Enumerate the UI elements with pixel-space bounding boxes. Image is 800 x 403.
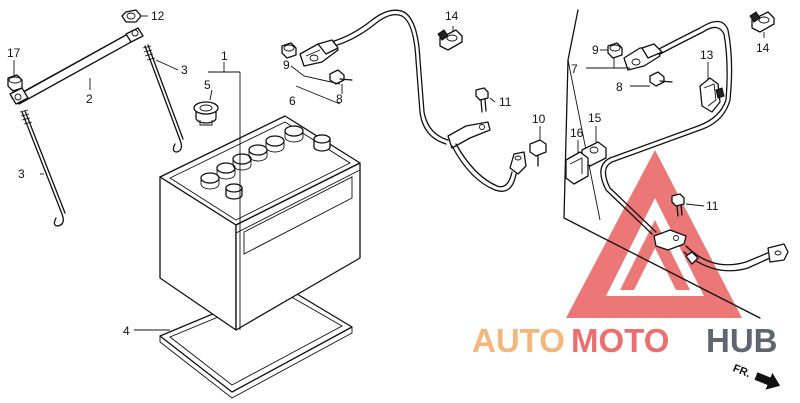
callout-9-mid: 9: [283, 58, 290, 72]
watermark-triangle: [566, 150, 742, 318]
callout-17: 17: [7, 46, 21, 60]
callout-3-left: 3: [18, 167, 25, 181]
terminal-cover-13: [699, 77, 725, 113]
bolt-8-mid: [329, 69, 353, 85]
hold-down-rod-right: [142, 44, 184, 153]
battery-terminals: [225, 134, 331, 200]
callout-7: 7: [571, 62, 578, 76]
callout-11-mid: 11: [499, 95, 512, 109]
callout-5: 5: [204, 78, 211, 92]
front-direction-arrow-icon: [754, 372, 781, 390]
front-direction-mark: FR.: [731, 362, 781, 390]
battery: [159, 115, 361, 331]
callout-8-right: 8: [616, 80, 623, 94]
nut-12: [121, 9, 142, 23]
watermark-logo: AUTO MOTO HUB: [472, 150, 778, 359]
bolt-8-right: [649, 71, 673, 87]
callout-10: 10: [532, 112, 546, 126]
watermark-auto: AUTO: [472, 322, 565, 359]
negative-cable-assembly: [299, 9, 527, 192]
terminal-bolt-10: [529, 139, 547, 167]
callout-12: 12: [151, 9, 165, 23]
callout-14-right: 14: [756, 41, 770, 55]
callout-16: 16: [570, 126, 584, 140]
inset-panel: [563, 9, 761, 319]
callout-9-right: 9: [592, 43, 599, 57]
leader-lines: [13, 15, 765, 331]
bolt-11-right: [671, 193, 685, 217]
callout-3-right: 3: [181, 63, 188, 77]
cable-terminal-14-right: [749, 11, 775, 33]
vent-caps: [200, 125, 304, 190]
callout-8-mid: 8: [336, 92, 343, 106]
terminal-cap: [193, 101, 219, 126]
callout-14-mid: 14: [445, 9, 459, 23]
front-direction-label: FR.: [731, 362, 752, 380]
battery-hold-down-bar: [9, 27, 144, 105]
callout-6: 6: [289, 94, 296, 108]
hold-down-rod-left: [19, 109, 66, 227]
callout-labels: 12 17 2 3 3 1 5 4 9 6 8 14 11 10 9 7 8 1…: [7, 9, 770, 338]
bolt-11-mid: [475, 87, 489, 113]
callout-1: 1: [221, 49, 228, 63]
watermark-hub: HUB: [706, 322, 778, 359]
nut-9-right: [607, 42, 623, 59]
watermark-moto: MOTO: [571, 322, 669, 359]
callout-2: 2: [86, 92, 93, 106]
nut-9-mid: [281, 42, 297, 59]
holder-16: [565, 151, 589, 185]
nut-17: [7, 74, 23, 92]
cable-terminal-14-mid: [437, 29, 463, 51]
callout-13: 13: [700, 48, 714, 62]
callout-15: 15: [588, 111, 602, 125]
callout-4: 4: [123, 324, 130, 338]
callout-11-right: 11: [706, 199, 719, 213]
